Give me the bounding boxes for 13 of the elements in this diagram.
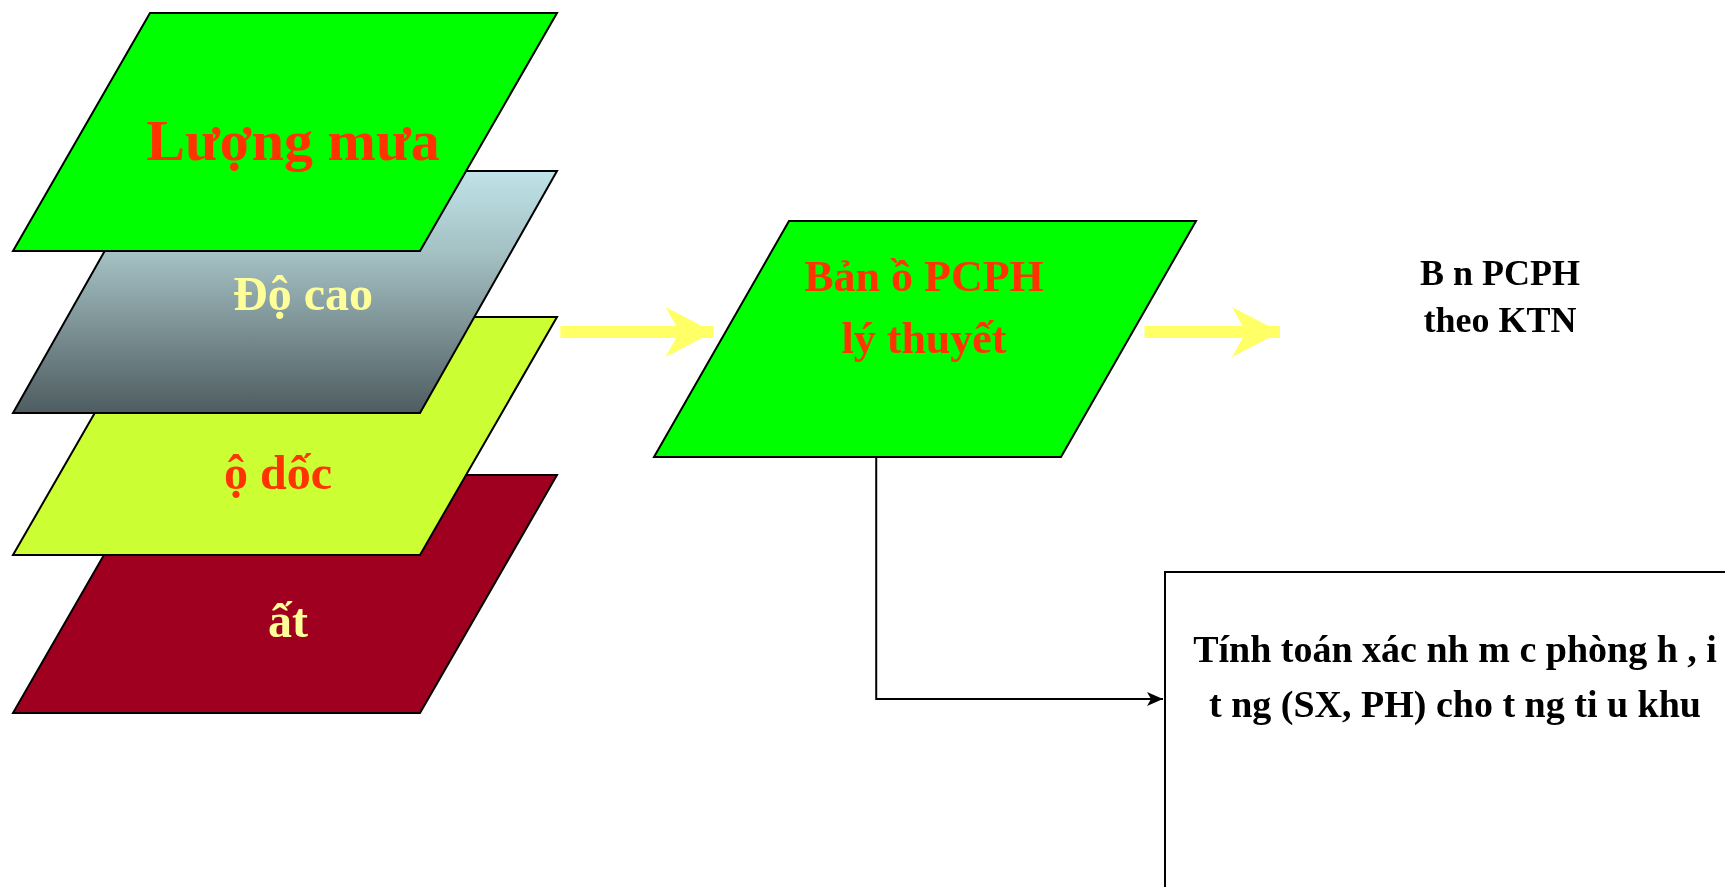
- map-layer: [13, 13, 557, 251]
- process-box: [1165, 572, 1724, 887]
- layer-label: Lượng mưa: [145, 107, 441, 175]
- arrow: [560, 307, 714, 357]
- process-label: Bản ồ PCPH lý thuyết: [804, 251, 1044, 365]
- process-label: Tính toán xác nh m c phòng h , i t ng (SX, PH) cho t ng ti u khu: [1192, 627, 1718, 728]
- layer-label: Độ cao: [232, 266, 374, 322]
- layer-label: ất: [267, 593, 309, 649]
- arrow: [875, 456, 1164, 706]
- result-label: B n PCPH theo KTN: [1419, 252, 1581, 342]
- arrow: [1144, 307, 1280, 357]
- layer-label: ộ dốc: [223, 445, 333, 501]
- process-parallelogram: [654, 221, 1196, 457]
